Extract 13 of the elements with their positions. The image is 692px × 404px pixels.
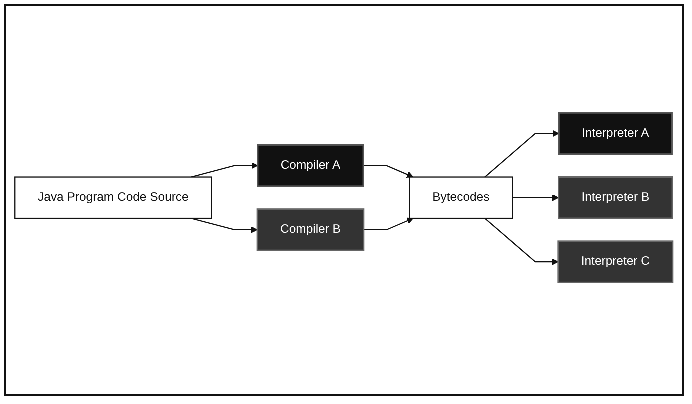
node-box: Interpreter B <box>558 176 674 219</box>
arrow <box>364 217 414 230</box>
arrow <box>191 218 258 233</box>
arrow <box>484 218 559 266</box>
node-box: Compiler A <box>257 144 364 187</box>
arrow <box>484 130 560 178</box>
node-box: Java Program Code Source <box>14 176 212 219</box>
arrow <box>512 194 560 201</box>
node-box: Bytecodes <box>409 176 514 219</box>
node-box: Interpreter C <box>558 240 674 284</box>
node-box: Interpreter A <box>558 112 673 155</box>
arrow <box>364 164 414 178</box>
node-box: Compiler B <box>256 208 365 251</box>
